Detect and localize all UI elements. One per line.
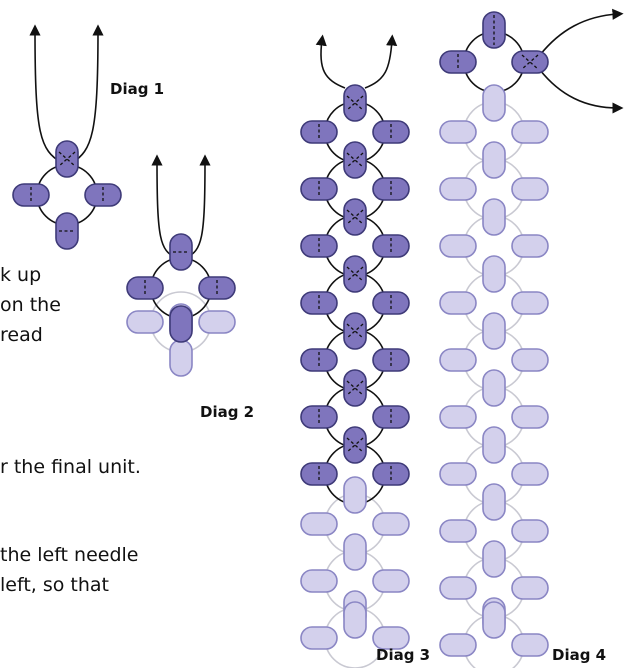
instruction-fragment-4: r the final unit.	[0, 456, 141, 478]
bead-stack	[482, 141, 506, 179]
instruction-fragment-3: read	[0, 324, 43, 346]
bead-left	[439, 234, 477, 258]
bead-stack	[343, 198, 367, 236]
diag3-thread-left	[315, 34, 346, 89]
thread-cross	[58, 151, 76, 167]
thread-cross	[346, 152, 364, 168]
bead-stack	[343, 312, 367, 350]
bead-stack	[482, 84, 506, 122]
diag4-thread-lower	[539, 69, 624, 114]
diag1-thread-left	[29, 24, 63, 164]
diag-2-label: Diag 2	[200, 403, 255, 421]
thread-cross	[346, 95, 364, 111]
bead-stack	[482, 540, 506, 578]
instruction-fragment-6: left, so that	[0, 574, 109, 596]
bead-left	[300, 569, 338, 593]
bead-right	[511, 120, 549, 144]
thread-cross	[346, 209, 364, 225]
bead-stack	[343, 84, 367, 122]
bead-stack	[482, 198, 506, 236]
overlay-layer	[30, 15, 539, 482]
thread-cross	[521, 54, 539, 70]
bead-stack	[482, 483, 506, 521]
bead-right	[372, 626, 410, 650]
bead-left	[439, 120, 477, 144]
bead-right	[511, 405, 549, 429]
bead-left	[439, 519, 477, 543]
diag3-thread-right	[364, 34, 398, 89]
bead-right	[511, 519, 549, 543]
diag-4-label: Diag 4	[552, 646, 607, 664]
bead-right	[511, 462, 549, 486]
bead-bottom	[169, 339, 193, 377]
bead-right	[511, 633, 549, 657]
diag1-thread-right	[71, 24, 104, 164]
diag-1-label: Diag 1	[110, 80, 165, 98]
bead-layer	[12, 11, 549, 657]
bead-left	[439, 633, 477, 657]
bead-stack	[343, 141, 367, 179]
diag-3-label: Diag 3	[376, 646, 431, 664]
bead-left	[439, 177, 477, 201]
instruction-fragment-1: k up	[0, 264, 42, 286]
bead-stack	[343, 426, 367, 464]
bead-left	[126, 310, 164, 334]
bead-left	[439, 291, 477, 315]
bead-right	[511, 348, 549, 372]
bead-right	[511, 50, 549, 74]
bead-right	[511, 234, 549, 258]
bead-stack	[482, 255, 506, 293]
bead-right	[511, 576, 549, 600]
bead-stack	[343, 369, 367, 407]
thread-cross	[346, 437, 364, 453]
bead-top	[55, 140, 79, 178]
bead-top	[482, 11, 506, 49]
bead-stack	[343, 533, 367, 571]
instruction-fragment-5: the left needle	[0, 544, 139, 566]
bead-left	[439, 405, 477, 429]
bead-left	[439, 576, 477, 600]
bead-left	[300, 512, 338, 536]
bead-stack	[343, 476, 367, 514]
bead-stack	[482, 426, 506, 464]
bead-left	[439, 462, 477, 486]
bead-stack	[482, 312, 506, 350]
bead-right	[372, 569, 410, 593]
bead-right	[198, 310, 236, 334]
bead-right	[511, 291, 549, 315]
instruction-fragment-2: on the	[0, 294, 61, 316]
thread-cross	[346, 323, 364, 339]
bead-right	[511, 177, 549, 201]
diag4-thread-upper	[539, 8, 624, 56]
bead-stack	[482, 369, 506, 407]
bead-right	[372, 512, 410, 536]
bead-stack	[343, 255, 367, 293]
bead-left	[300, 626, 338, 650]
thread-cross	[346, 380, 364, 396]
bead-bottom	[169, 305, 193, 343]
bead-bottom	[343, 601, 367, 639]
bead-left	[439, 348, 477, 372]
thread-cross	[346, 266, 364, 282]
bead-bottom	[482, 601, 506, 639]
